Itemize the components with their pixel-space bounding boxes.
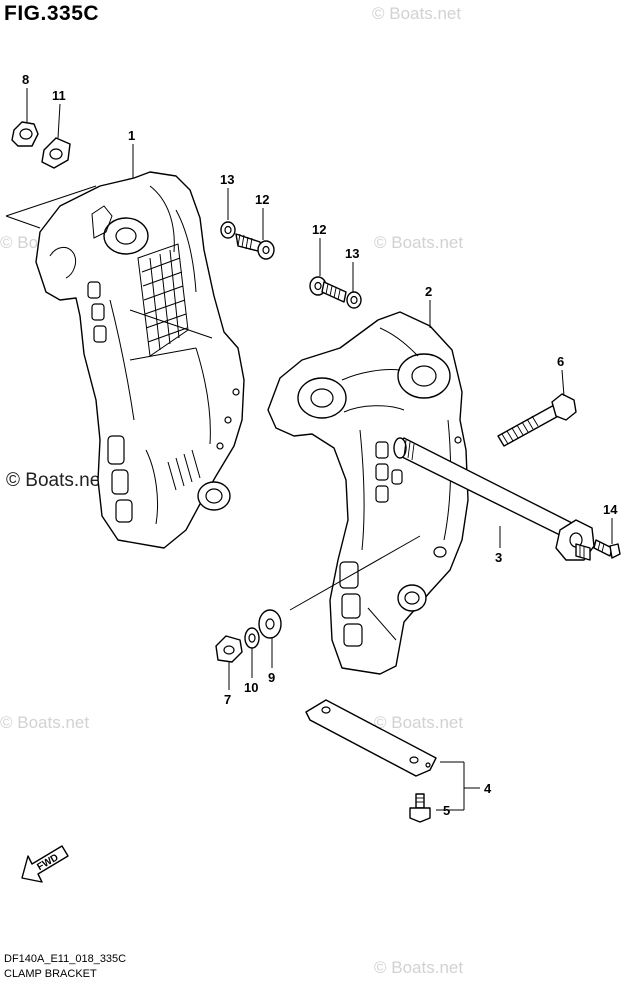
callout-11: 11 — [52, 88, 66, 103]
figure-title: FIG.335C — [4, 2, 100, 25]
watermark: © Boats.net — [374, 713, 464, 732]
callout-7: 7 — [224, 692, 231, 707]
clamp-bracket-right-2 — [267, 311, 469, 675]
callout-6: 6 — [557, 354, 564, 369]
callouts: 8 11 1 13 12 12 13 2 6 14 3 7 10 9 4 5 — [22, 72, 618, 818]
leader — [289, 535, 421, 611]
washer-11 — [41, 137, 71, 169]
bolt-12-lower — [309, 276, 347, 303]
mesh-hatch — [141, 249, 188, 351]
watermark-prominent: © Boats.net — [6, 470, 106, 491]
clamp-bracket-left-1 — [35, 171, 245, 549]
callout-5: 5 — [443, 803, 450, 818]
callout-13: 13 — [220, 172, 234, 187]
callout-14: 14 — [603, 502, 618, 517]
callout-10: 10 — [244, 680, 258, 695]
callout-13-b: 13 — [345, 246, 359, 261]
callout-3: 3 — [495, 550, 502, 565]
tilt-rod-3 — [393, 437, 595, 561]
watermark: © Boats.net — [372, 4, 462, 23]
nut-8 — [11, 121, 39, 147]
callout-8: 8 — [22, 72, 29, 87]
callout-4: 4 — [484, 781, 492, 796]
plate-4 — [305, 699, 437, 777]
leader — [5, 215, 41, 229]
callout-1: 1 — [128, 128, 135, 143]
callout-12: 12 — [255, 192, 269, 207]
bolt-14 — [593, 539, 621, 559]
watermark: © Boats.net — [0, 713, 90, 732]
leader — [5, 185, 97, 217]
figure-code: DF140A_E11_018_335C — [4, 953, 127, 965]
figure-name: CLAMP BRACKET — [4, 968, 97, 980]
bolt-6 — [497, 393, 577, 447]
watermark: © Boats.net — [374, 233, 464, 252]
bolt-5 — [409, 793, 431, 823]
callout-2: 2 — [425, 284, 432, 299]
bolt-12-upper — [235, 233, 275, 260]
callout-leaders — [26, 88, 613, 811]
fwd-arrow-icon: FWD — [21, 845, 69, 883]
callout-9: 9 — [268, 670, 275, 685]
washer-10 — [244, 627, 260, 649]
callout-12-b: 12 — [312, 222, 326, 237]
washer-13-lower — [346, 291, 362, 309]
watermark: © Boats.net — [374, 958, 464, 977]
nut-7 — [215, 635, 243, 663]
washer-13-upper — [220, 221, 236, 239]
fwd-label: FWD — [35, 852, 60, 873]
washer-9 — [258, 609, 282, 639]
